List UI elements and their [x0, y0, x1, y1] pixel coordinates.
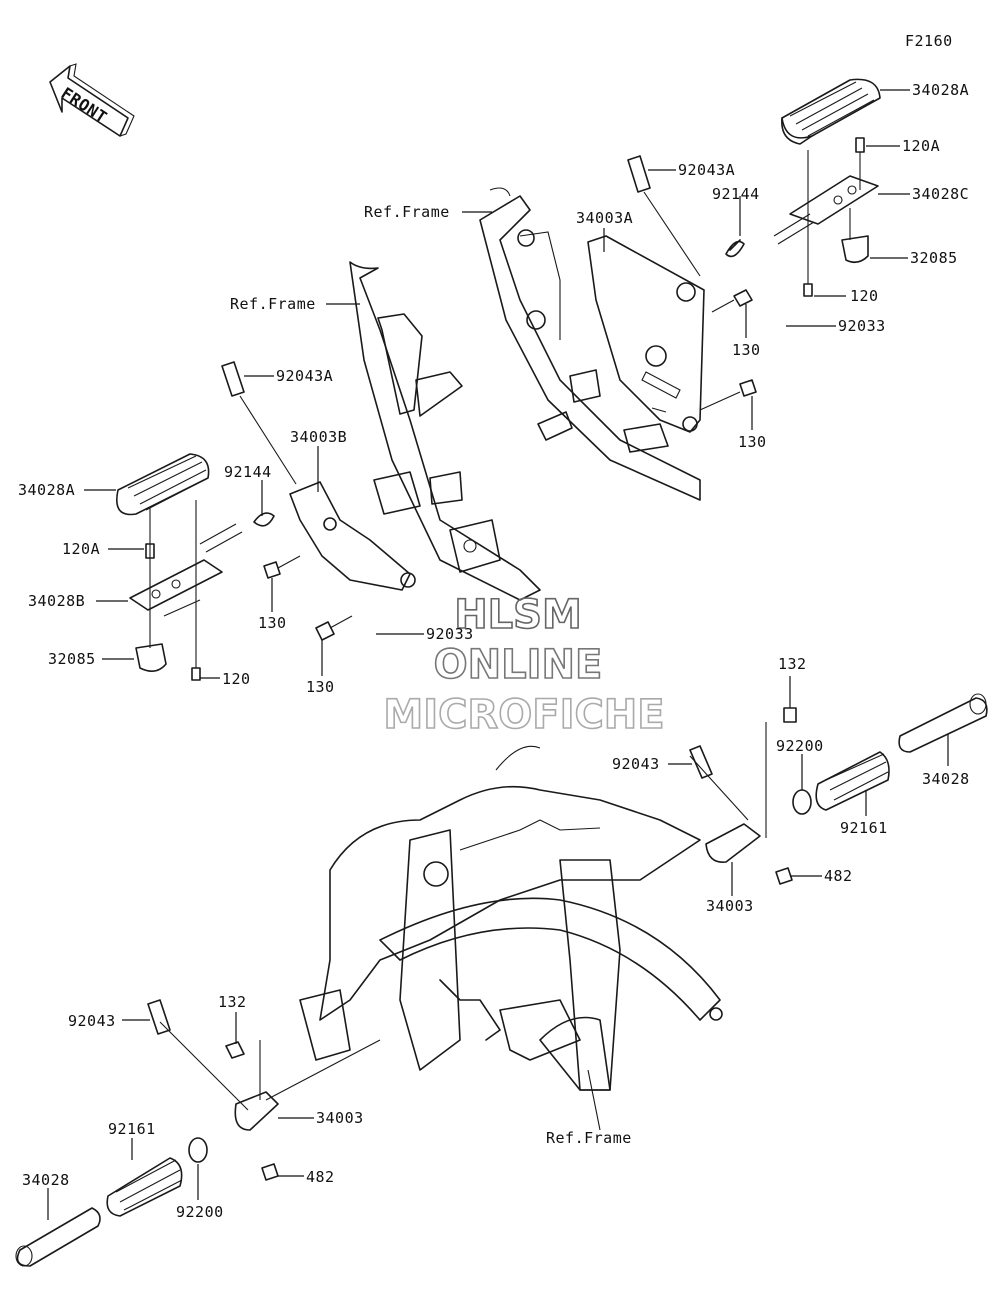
peg-bracket [234, 1091, 279, 1131]
clip-icon [261, 1163, 279, 1181]
label-34028C: 34028C [912, 185, 969, 203]
pin-icon [627, 155, 651, 193]
peg-sleeve-icon [898, 693, 988, 753]
watermark-line1: HLSM [454, 592, 582, 638]
step-bracket [587, 235, 705, 433]
bolt-icon [711, 289, 753, 313]
label-92144-top: 92144 [712, 185, 760, 203]
leader-lines [47, 89, 949, 1220]
step-bracket [289, 481, 411, 591]
frame-section [479, 187, 701, 501]
label-92033-left: 92033 [426, 625, 474, 643]
label-482-left: 482 [306, 1168, 335, 1186]
spring-icon [725, 239, 745, 258]
front-arrow-icon: FRONT [49, 63, 135, 137]
rubber-footpeg-icon [781, 78, 881, 145]
label-132-right: 132 [778, 655, 807, 673]
label-34028-left: 34028 [22, 1171, 70, 1189]
footpeg-slider [841, 235, 869, 264]
front-label: FRONT [58, 83, 111, 127]
part-labels: 34028A 120A 92043A 34028C 92144 34003A R… [18, 81, 970, 1221]
figure-code: F2160 [905, 32, 953, 50]
spring-icon [253, 512, 275, 527]
washer-icon [792, 789, 812, 815]
label-34003-right: 34003 [706, 897, 754, 915]
pin-icon [689, 745, 713, 779]
main-frame [299, 745, 723, 1131]
label-92033-top: 92033 [838, 317, 886, 335]
label-92043-left: 92043 [68, 1012, 116, 1030]
rubber-footpeg-icon [116, 453, 210, 516]
bolt-icon [191, 667, 201, 681]
bolt-icon [699, 379, 757, 411]
label-ref-frame-top: Ref.Frame [364, 203, 450, 221]
label-92161-left: 92161 [108, 1120, 156, 1138]
label-130-left-1: 130 [258, 614, 287, 632]
footpeg-bracket [789, 175, 879, 225]
label-92144-left: 92144 [224, 463, 272, 481]
bolt-icon [783, 707, 797, 723]
footpeg-bracket [129, 559, 223, 611]
top-right-footpeg-assembly [479, 78, 881, 501]
label-92200-right: 92200 [776, 737, 824, 755]
label-482-right: 482 [824, 867, 853, 885]
label-32085-top: 32085 [910, 249, 958, 267]
frame-section [349, 261, 541, 601]
clip-icon [775, 867, 793, 885]
label-92043A-mid: 92043A [276, 367, 333, 385]
washer-icon [188, 1137, 208, 1163]
label-92043-right: 92043 [612, 755, 660, 773]
bolt-icon [145, 543, 155, 559]
label-34003A: 34003A [576, 209, 633, 227]
watermark: HLSM ONLINE MICROFICHE [383, 591, 666, 739]
label-ref-frame-bottom: Ref.Frame [546, 1129, 632, 1147]
label-34028A-top: 34028A [912, 81, 969, 99]
label-34028A-left: 34028A [18, 481, 75, 499]
pin-icon [147, 999, 171, 1035]
middle-left-footpeg-assembly [116, 261, 541, 681]
label-34028B: 34028B [28, 592, 85, 610]
label-34003-left: 34003 [316, 1109, 364, 1127]
rubber-grip-icon [815, 751, 890, 811]
bolt-icon [263, 555, 301, 579]
label-34028-right: 34028 [922, 770, 970, 788]
bolt-icon [225, 1041, 245, 1059]
label-92043A-top: 92043A [678, 161, 735, 179]
label-130-left-2: 130 [306, 678, 335, 696]
label-32085-left: 32085 [48, 650, 96, 668]
label-120A-left: 120A [62, 540, 100, 558]
watermark-line2: ONLINE [434, 642, 603, 688]
label-120-top: 120 [850, 287, 879, 305]
label-120-left: 120 [222, 670, 251, 688]
bolt-icon [803, 283, 813, 297]
pin-icon [221, 361, 245, 397]
label-130-top-2: 130 [738, 433, 767, 451]
label-34003B: 34003B [290, 428, 347, 446]
label-ref-frame-mid: Ref.Frame [230, 295, 316, 313]
label-120A-top: 120A [902, 137, 940, 155]
label-130-top-1: 130 [732, 341, 761, 359]
bolt-icon [855, 137, 865, 190]
peg-sleeve-icon [15, 1207, 101, 1267]
lower-right-peg-assembly [689, 693, 988, 885]
label-92200-left: 92200 [176, 1203, 224, 1221]
lower-left-peg-assembly [15, 999, 381, 1267]
watermark-line3: MICROFICHE [383, 692, 664, 738]
label-132-left: 132 [218, 993, 247, 1011]
peg-bracket [705, 823, 761, 863]
label-92161-right: 92161 [840, 819, 888, 837]
footpeg-slider [135, 643, 167, 672]
bolt-icon [315, 615, 353, 641]
rubber-grip-icon [106, 1157, 183, 1217]
